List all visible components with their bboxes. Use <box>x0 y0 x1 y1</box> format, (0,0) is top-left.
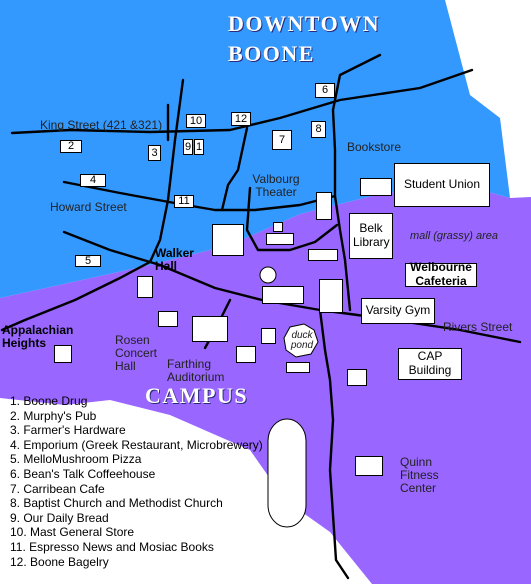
duck-pond-shape <box>283 323 319 358</box>
marker-6-beans-talk[interactable]: 6 <box>315 83 335 98</box>
title-boone: BOONE <box>228 41 315 66</box>
track-field <box>267 418 307 528</box>
label-quinn-fitness-center: Quinn Fitness Center <box>400 455 439 496</box>
campus-building-f[interactable] <box>236 346 256 363</box>
cap-building[interactable]: CAP Building <box>398 348 462 380</box>
label-king-street: King Street (421 &321) <box>40 118 163 132</box>
legend-item: 10. Mast General Store <box>10 525 135 540</box>
campus-building-a[interactable] <box>212 224 244 256</box>
marker-10-mast-general[interactable]: 10 <box>186 114 206 128</box>
label-mall-area: mall (grassy) area <box>410 230 499 242</box>
marker-9-our-daily-bread[interactable]: 9 <box>183 139 193 155</box>
rivers-street <box>318 308 350 580</box>
title-campus: CAMPUS <box>145 383 249 408</box>
label-appalachian-heights: Appalachian Heights <box>2 323 74 351</box>
marker-4-emporium[interactable]: 4 <box>80 174 106 187</box>
marker-5-mellomushroom[interactable]: 5 <box>75 255 101 267</box>
label-bookstore: Bookstore <box>347 140 402 154</box>
varsity-gym-building[interactable]: Varsity Gym <box>361 298 435 324</box>
downtown-east-building[interactable] <box>316 192 332 220</box>
downtown-region <box>0 0 510 298</box>
legend-item: 1. Boone Drug <box>10 394 88 408</box>
bookstore-building[interactable] <box>360 178 392 196</box>
legend-item: 8. Baptist Church and Methodist Church <box>10 496 223 511</box>
marker-3-farmers-hardware[interactable]: 3 <box>148 145 161 161</box>
farthing-auditorium-building[interactable] <box>192 316 228 342</box>
belk-library-building[interactable]: Belk Library <box>349 213 393 259</box>
legend-item: 5. MelloMushroom Pizza <box>10 452 142 467</box>
label-rivers-street: Rivers Street <box>443 320 513 334</box>
quinn-fitness-building[interactable] <box>355 456 383 476</box>
howard-street <box>62 180 337 212</box>
appalachian-heights-building[interactable] <box>54 345 72 363</box>
valbourg-loop-street <box>245 186 339 252</box>
marker-2-murphys-pub[interactable]: 2 <box>60 140 82 153</box>
label-howard-street: Howard Street <box>50 200 127 214</box>
campus-building-b[interactable] <box>308 249 338 261</box>
rosen-concert-hall-building[interactable] <box>158 311 178 327</box>
legend-item: 2. Murphy's Pub <box>10 408 97 423</box>
label-valbourg-theater: Valbourg Theater <box>252 172 300 200</box>
walker-hall-building[interactable] <box>137 276 153 298</box>
marker-1-boone-drug[interactable]: 1 <box>194 139 204 155</box>
campus-building-d[interactable] <box>319 279 343 313</box>
king-street <box>10 68 474 135</box>
campus-region <box>0 184 531 584</box>
label-duck-pond: duck pond <box>290 330 314 351</box>
marker-11-espresso-news[interactable]: 11 <box>174 195 194 208</box>
valbourg-small-building[interactable] <box>273 222 283 232</box>
welbourne-cafeteria-building[interactable]: Welbourne Cafeteria <box>405 260 477 288</box>
title-downtown: DOWNTOWN <box>228 11 381 36</box>
label-walker-hall: Walker Hall <box>155 246 194 274</box>
marker-7-carribean-cafe[interactable]: 7 <box>272 130 292 150</box>
valbourg-theater-building[interactable] <box>266 233 294 245</box>
belk-library-label: Belk Library <box>353 221 390 249</box>
student-union-building[interactable]: Student Union <box>394 163 490 207</box>
map-legend: 1. Boone Drug 2. Murphy's Pub 3. Farmer'… <box>10 394 263 569</box>
campus-building-c[interactable] <box>262 286 304 304</box>
campus-building-e[interactable] <box>261 328 276 344</box>
campus-building-g[interactable] <box>286 362 310 373</box>
round-building <box>259 266 277 284</box>
legend-item: 9. Our Daily Bread <box>10 510 109 525</box>
legend-item: 7. Carribean Cafe <box>10 481 105 496</box>
legend-item: 3. Farmer's Hardware <box>10 423 126 438</box>
marker-8-churches[interactable]: 8 <box>311 121 326 138</box>
downtown-link-street <box>220 126 249 212</box>
label-rosen-concert-hall: Rosen Concert Hall <box>115 333 158 374</box>
legend-item: 4. Emporium (Greek Restaurant, Microbrew… <box>10 437 263 452</box>
label-farthing-auditorium: Farthing Auditorium <box>167 357 225 385</box>
legend-item: 6. Bean's Talk Coffeehouse <box>10 466 156 481</box>
legend-item: 12. Boone Bagelry <box>10 554 109 569</box>
main-north-south-street <box>331 53 382 312</box>
marker-12-boone-bagelry[interactable]: 12 <box>231 112 251 126</box>
legend-item: 11. Espresso News and Mosiac Books <box>10 539 214 554</box>
campus-building-h[interactable] <box>347 369 367 386</box>
